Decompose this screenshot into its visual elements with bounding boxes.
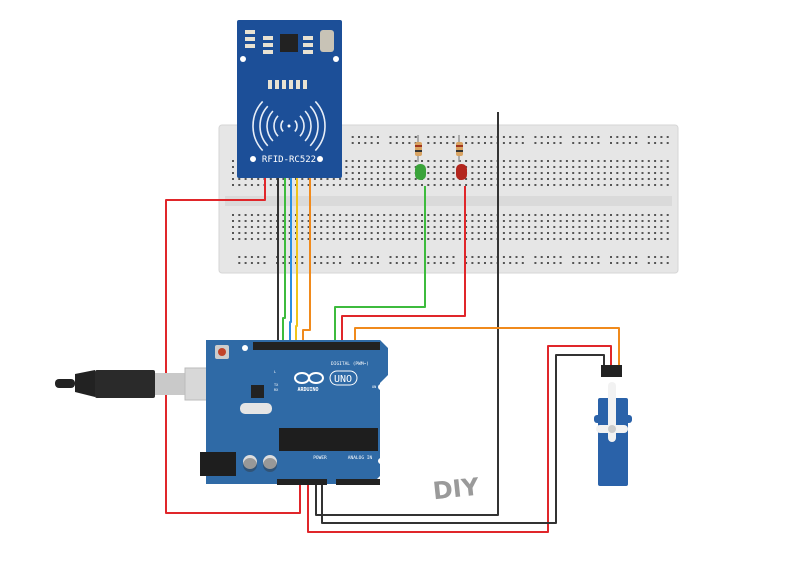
wire-gnd-rail	[315, 112, 499, 516]
usb-cable[interactable]	[55, 367, 226, 401]
wire-green-led	[334, 186, 426, 345]
rfid-label: RFID-RC522	[262, 155, 316, 165]
servo-motor[interactable]	[594, 365, 632, 486]
arduino-uno[interactable]: UNO ARDUINO DIGITAL (PWM~) POWER ANALOG …	[200, 340, 388, 485]
on-label: ON	[372, 385, 376, 389]
model-label: UNO	[334, 374, 352, 385]
wire-rfid-3v3	[165, 178, 301, 514]
wire-servo-signal	[354, 327, 620, 370]
tx-label: TX	[274, 383, 279, 387]
arduino-logo-icon	[294, 372, 324, 384]
digital-label: DIGITAL (PWM~)	[331, 361, 369, 367]
led-green[interactable]	[415, 164, 426, 180]
watermark-diy: DIY	[431, 473, 481, 506]
analog-label: ANALOG IN	[348, 455, 373, 461]
l-label: L	[274, 370, 276, 374]
power-label: POWER	[313, 455, 327, 461]
resistor-green[interactable]	[415, 135, 422, 162]
wire-rfid-miso	[295, 178, 298, 345]
wires	[165, 112, 620, 533]
wire-rfid-sda	[302, 178, 311, 345]
wire-rfid-mosi	[289, 178, 292, 345]
led-red[interactable]	[456, 164, 467, 180]
wire-red-led	[341, 186, 466, 345]
wire-rfid-sck	[282, 178, 286, 345]
resistor-red[interactable]	[456, 135, 463, 162]
wire-servo-gnd	[321, 354, 605, 524]
brand-label: ARDUINO	[297, 387, 318, 393]
rx-label: RX	[274, 388, 279, 392]
rfid-module[interactable]: RFID-RC522	[237, 20, 342, 178]
wire-servo-power	[307, 345, 612, 533]
